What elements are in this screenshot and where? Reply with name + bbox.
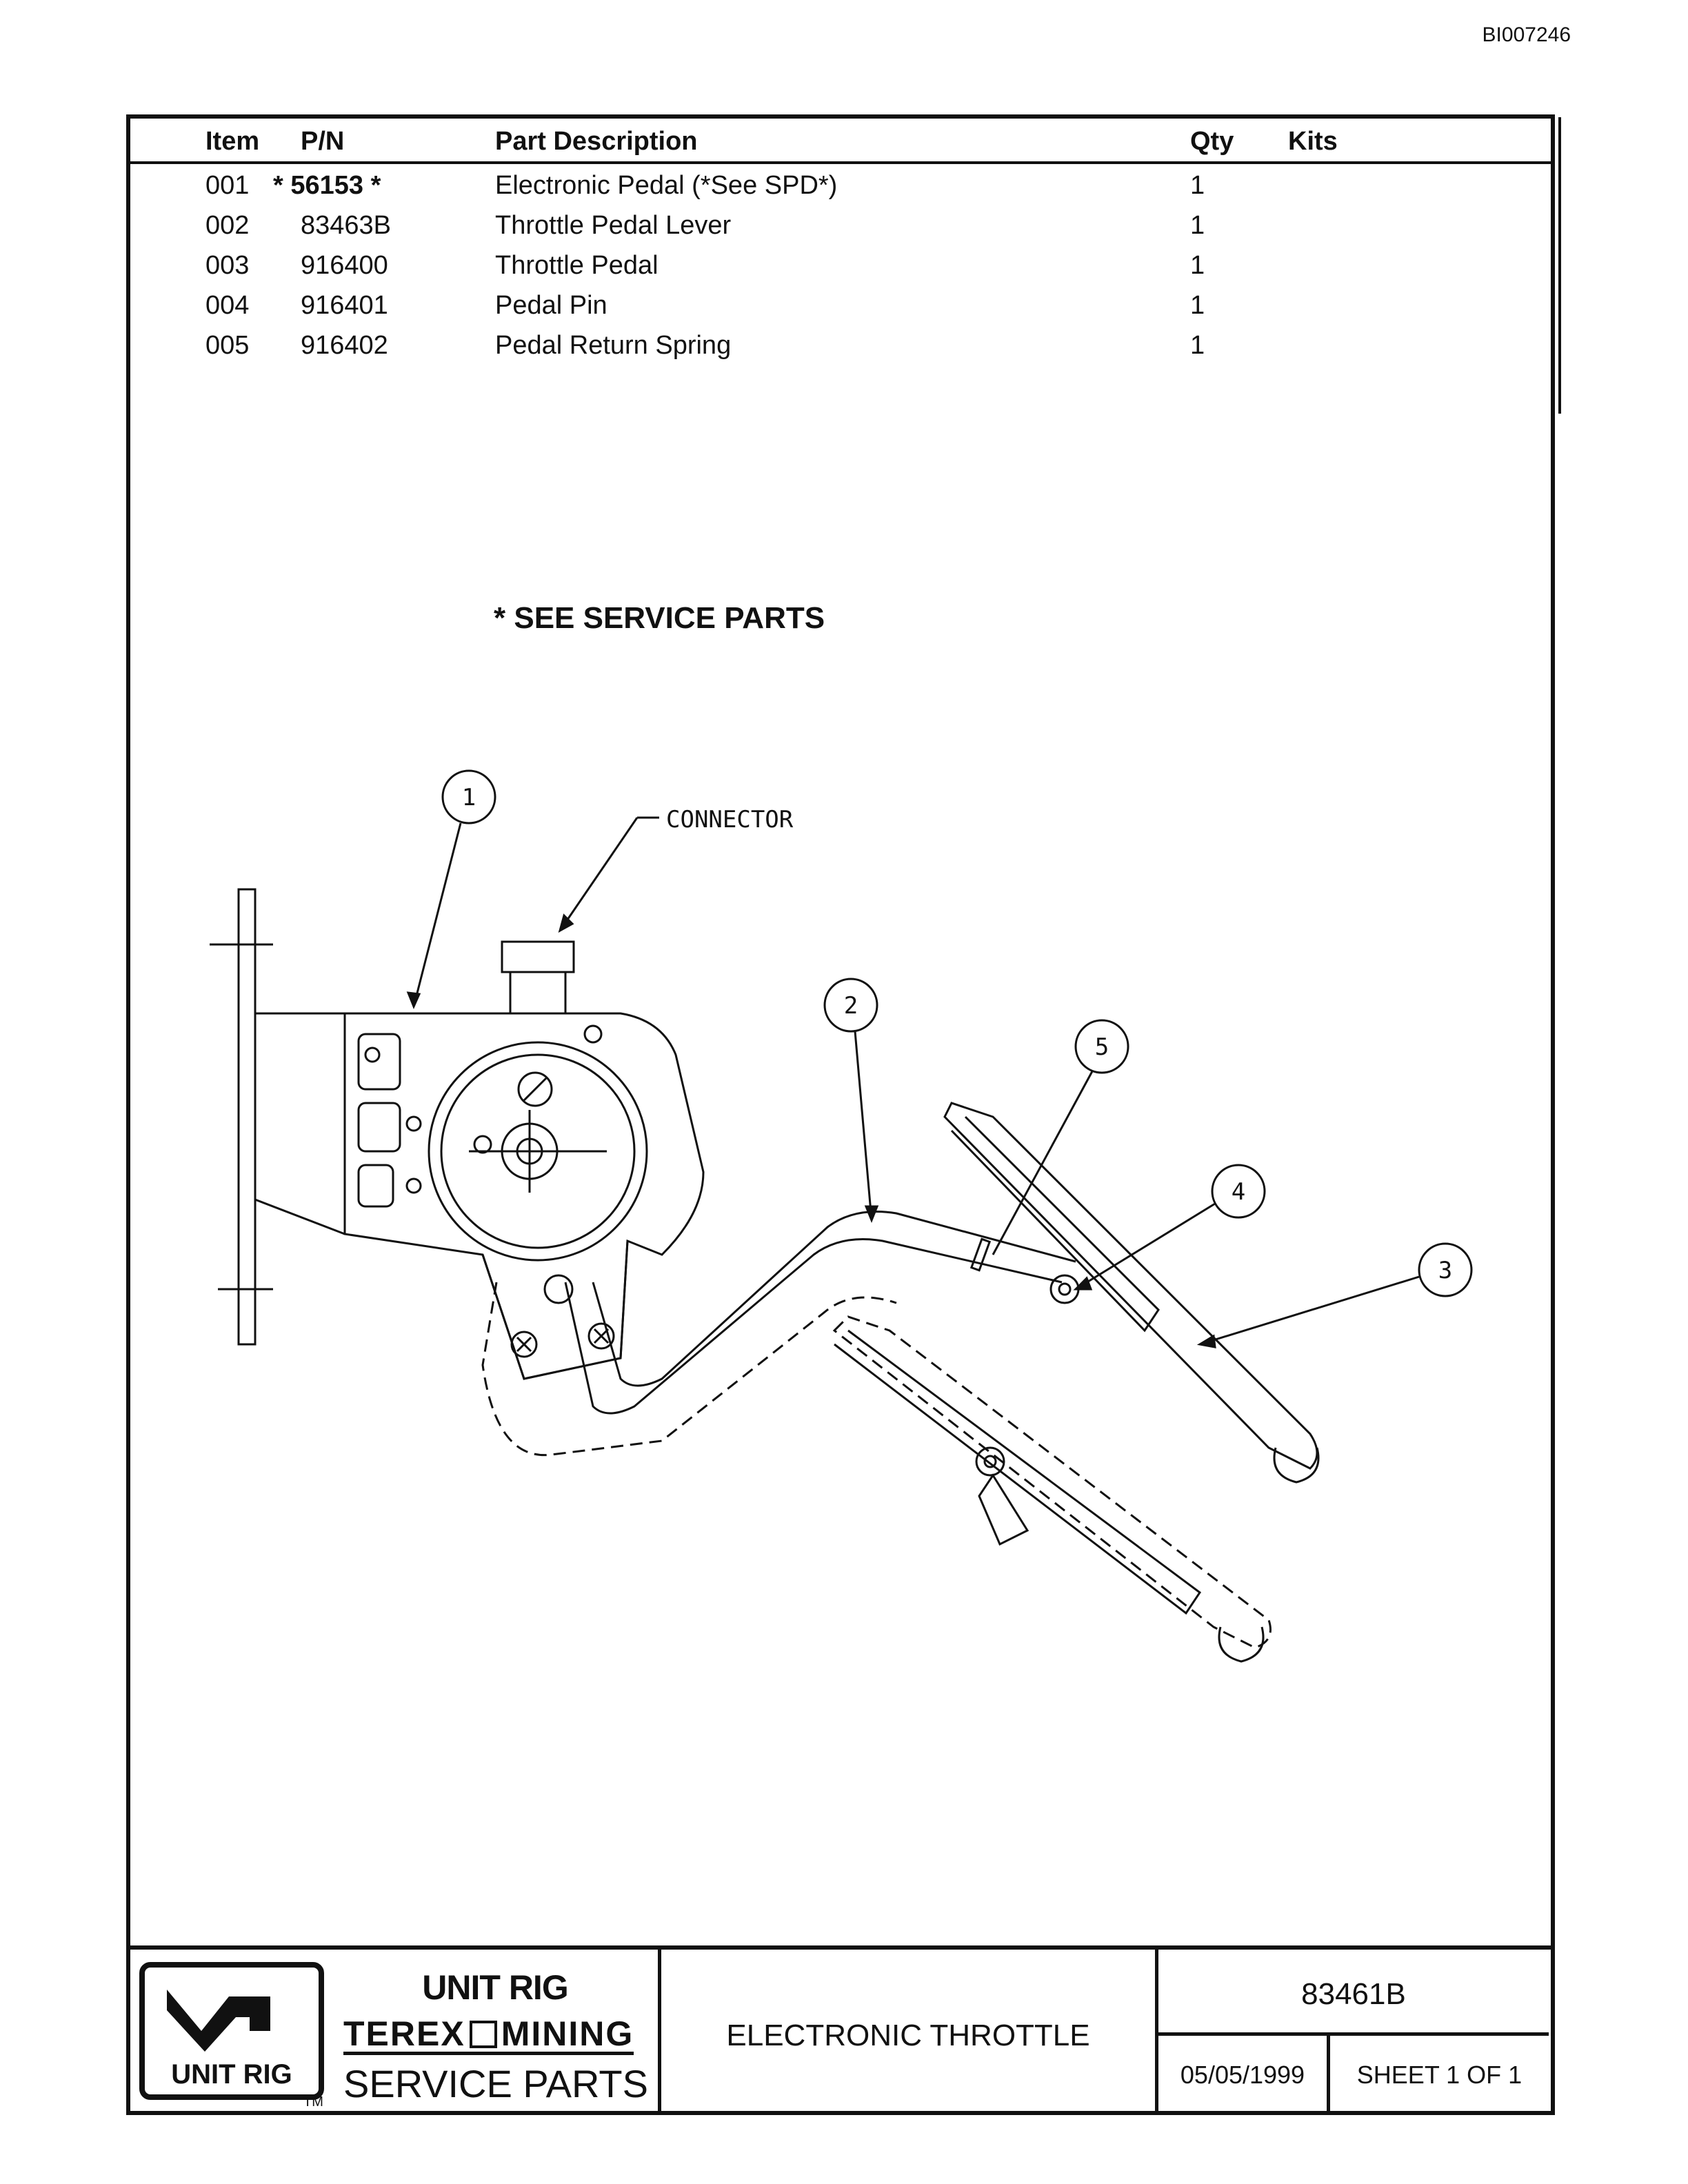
callout-4 [1211, 1164, 1266, 1219]
company-name: UNIT RIG [422, 1968, 568, 2007]
crown-icon [469, 2021, 497, 2048]
table-row: 001 * 56153 * Electronic Pedal (*See SPD… [128, 164, 1553, 204]
terex-mining-line: TEREX MINING [343, 2016, 634, 2055]
sheet-number: SHEET 1 OF 1 [1356, 2061, 1523, 2089]
callout-5-label: 5 [1095, 1033, 1109, 1061]
callout-4-label: 4 [1232, 1178, 1245, 1206]
mining-label: MINING [501, 2014, 634, 2053]
callout-1 [441, 769, 496, 825]
row-item: 004 [205, 291, 250, 320]
row-description: Throttle Pedal Lever [495, 211, 732, 240]
company-block: UNIT RIG TEREX MINING SERVICE PARTS [332, 1950, 661, 2112]
row-item: 003 [205, 251, 250, 280]
drawing-part-number: 83461B [1158, 1950, 1549, 2036]
table-row: 004 916401 Pedal Pin 1 [128, 284, 1553, 324]
row-pn: 916400 [301, 251, 388, 280]
row-item: 005 [205, 331, 250, 360]
parts-table: Item P/N Part Description Qty Kits 001 *… [128, 121, 1553, 364]
row-qty: 1 [1190, 291, 1205, 320]
row-pn: 916401 [301, 291, 388, 320]
drawing-info: 83461B 05/05/1999 SHEET 1 OF 1 [1158, 1950, 1549, 2112]
header-kits: Kits [1288, 127, 1338, 156]
row-item: 002 [205, 211, 250, 240]
frame-edge [1558, 117, 1561, 414]
screw-icon [510, 1331, 538, 1358]
pedal-alt-position [832, 1315, 1272, 1649]
drawing-date: 05/05/1999 [1158, 2035, 1330, 2112]
row-qty: 1 [1190, 211, 1205, 240]
document-id: BI007246 [1482, 23, 1571, 46]
housing-slot [357, 1033, 401, 1091]
callout-3 [1418, 1242, 1473, 1297]
row-description: Electronic Pedal (*See SPD*) [495, 171, 838, 200]
table-row: 003 916400 Throttle Pedal 1 [128, 244, 1553, 284]
throttle-assembly-drawing: 1 CONNECTOR 2 5 4 3 [210, 769, 1473, 1663]
mounting-plate [237, 888, 257, 1346]
callout-3-label: 3 [1438, 1257, 1452, 1284]
title-block: UNIT RIG UNIT RIG TEREX MINING SERVICE PA… [128, 1945, 1553, 2112]
row-qty: 1 [1190, 331, 1205, 360]
header-qty: Qty [1190, 127, 1234, 156]
callout-1-label: 1 [462, 784, 476, 811]
header-pn: P/N [301, 127, 345, 156]
screw-icon [587, 1322, 615, 1350]
drawing-title: ELECTRONIC THROTTLE [726, 2019, 1090, 2052]
throttle-lever [564, 1238, 1063, 1415]
row-pn: * 56153 * [273, 171, 381, 200]
rotor-disc [428, 1041, 648, 1262]
unit-rig-logo: UNIT RIG [139, 1962, 324, 2100]
drawing-title-cell: ELECTRONIC THROTTLE [661, 1950, 1158, 2112]
callout-2-label: 2 [844, 992, 858, 1020]
connector-label: CONNECTOR [666, 806, 794, 833]
trademark: TM [303, 2094, 323, 2110]
throttle-lever-alt-position [481, 1282, 897, 1457]
callout-5 [1074, 1019, 1129, 1074]
connector-body [501, 940, 575, 973]
row-description: Throttle Pedal [495, 251, 659, 280]
row-pn: 916402 [301, 331, 388, 360]
row-pn: 83463B [301, 211, 392, 240]
service-parts-note: * SEE SERVICE PARTS [494, 601, 825, 635]
row-qty: 1 [1190, 171, 1205, 200]
sensor-housing [343, 1012, 705, 1380]
sheet-frame [126, 114, 1555, 2115]
callout-2 [823, 978, 878, 1033]
terex-label: TEREX [343, 2014, 465, 2053]
row-description: Pedal Pin [495, 291, 607, 320]
table-row: 005 916402 Pedal Return Spring 1 [128, 324, 1553, 364]
parts-table-header: Item P/N Part Description Qty Kits [128, 121, 1553, 164]
throttle-pedal [943, 1102, 1318, 1470]
row-item: 001 [205, 171, 250, 200]
header-item: Item [205, 127, 260, 156]
header-description: Part Description [495, 127, 698, 156]
logo-text: UNIT RIG [171, 2059, 292, 2090]
service-parts-label: SERVICE PARTS [343, 2062, 648, 2105]
row-qty: 1 [1190, 251, 1205, 280]
row-description: Pedal Return Spring [495, 331, 732, 360]
table-row: 002 83463B Throttle Pedal Lever 1 [128, 204, 1553, 244]
rotor-hub [517, 1071, 553, 1107]
